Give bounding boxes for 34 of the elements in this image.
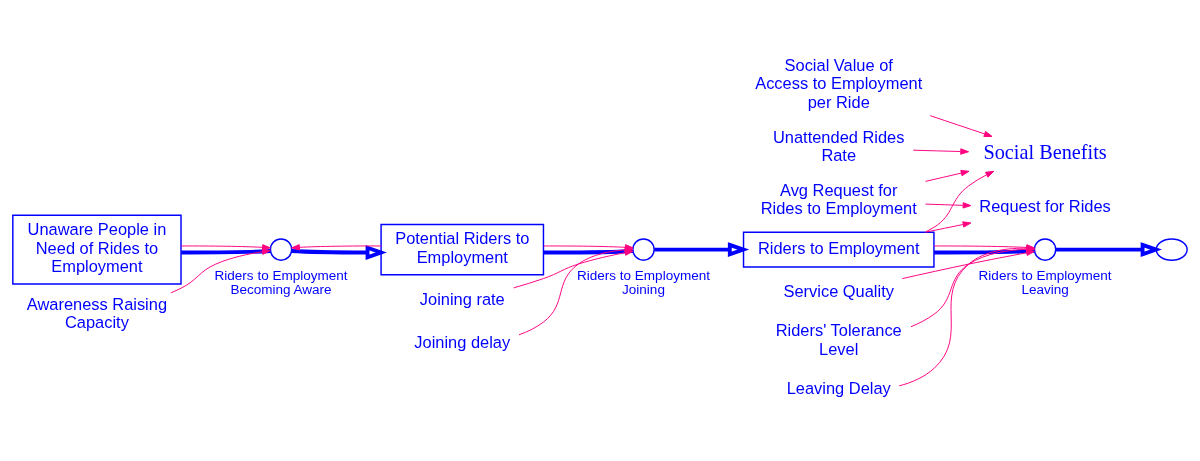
connector [181,249,271,255]
node-label: Riders to Employment Leaving [978,267,1112,298]
arrow [654,242,750,258]
node-text: Avg Request for Rides to Employment [760,181,917,218]
node-label: Riders to Employment Becoming Aware [214,267,348,298]
arrow [180,244,271,251]
node-text: Joining rate [419,289,505,308]
arrow [291,244,382,251]
arrow [170,248,271,294]
arrow [291,245,387,260]
arrow [925,170,995,233]
node-cloud [1155,238,1188,261]
node-box: Unaware People in Need of Rides to Employment [12,214,182,285]
node-circle [269,238,293,261]
arrow [929,115,993,137]
node-text: Riders' Tolerance Level [775,321,902,358]
node-text: Joining delay [414,333,511,352]
node-box: Riders to Employment [742,231,935,268]
node-label: Riders to Employment Joining [577,267,710,298]
node-text: Request for Rides [979,196,1111,215]
node-text: Leaving Delay [786,378,891,397]
node-box: Potential Riders to Employment [380,223,545,276]
node-circle [632,238,655,261]
node-circle [1033,238,1057,261]
arrow [925,221,972,233]
arrow [1055,242,1162,258]
node-text: Awareness Raising Capacity [26,295,168,332]
arrow [925,169,970,182]
node-text: Social Benefits [983,141,1107,164]
node-text: Service Quality [783,282,894,301]
arrow [925,202,972,209]
arrow [912,148,969,155]
node-text: Social Value of Access to Employment per Ride [755,55,923,111]
node-text: Unattended Rides Rate [773,127,905,165]
